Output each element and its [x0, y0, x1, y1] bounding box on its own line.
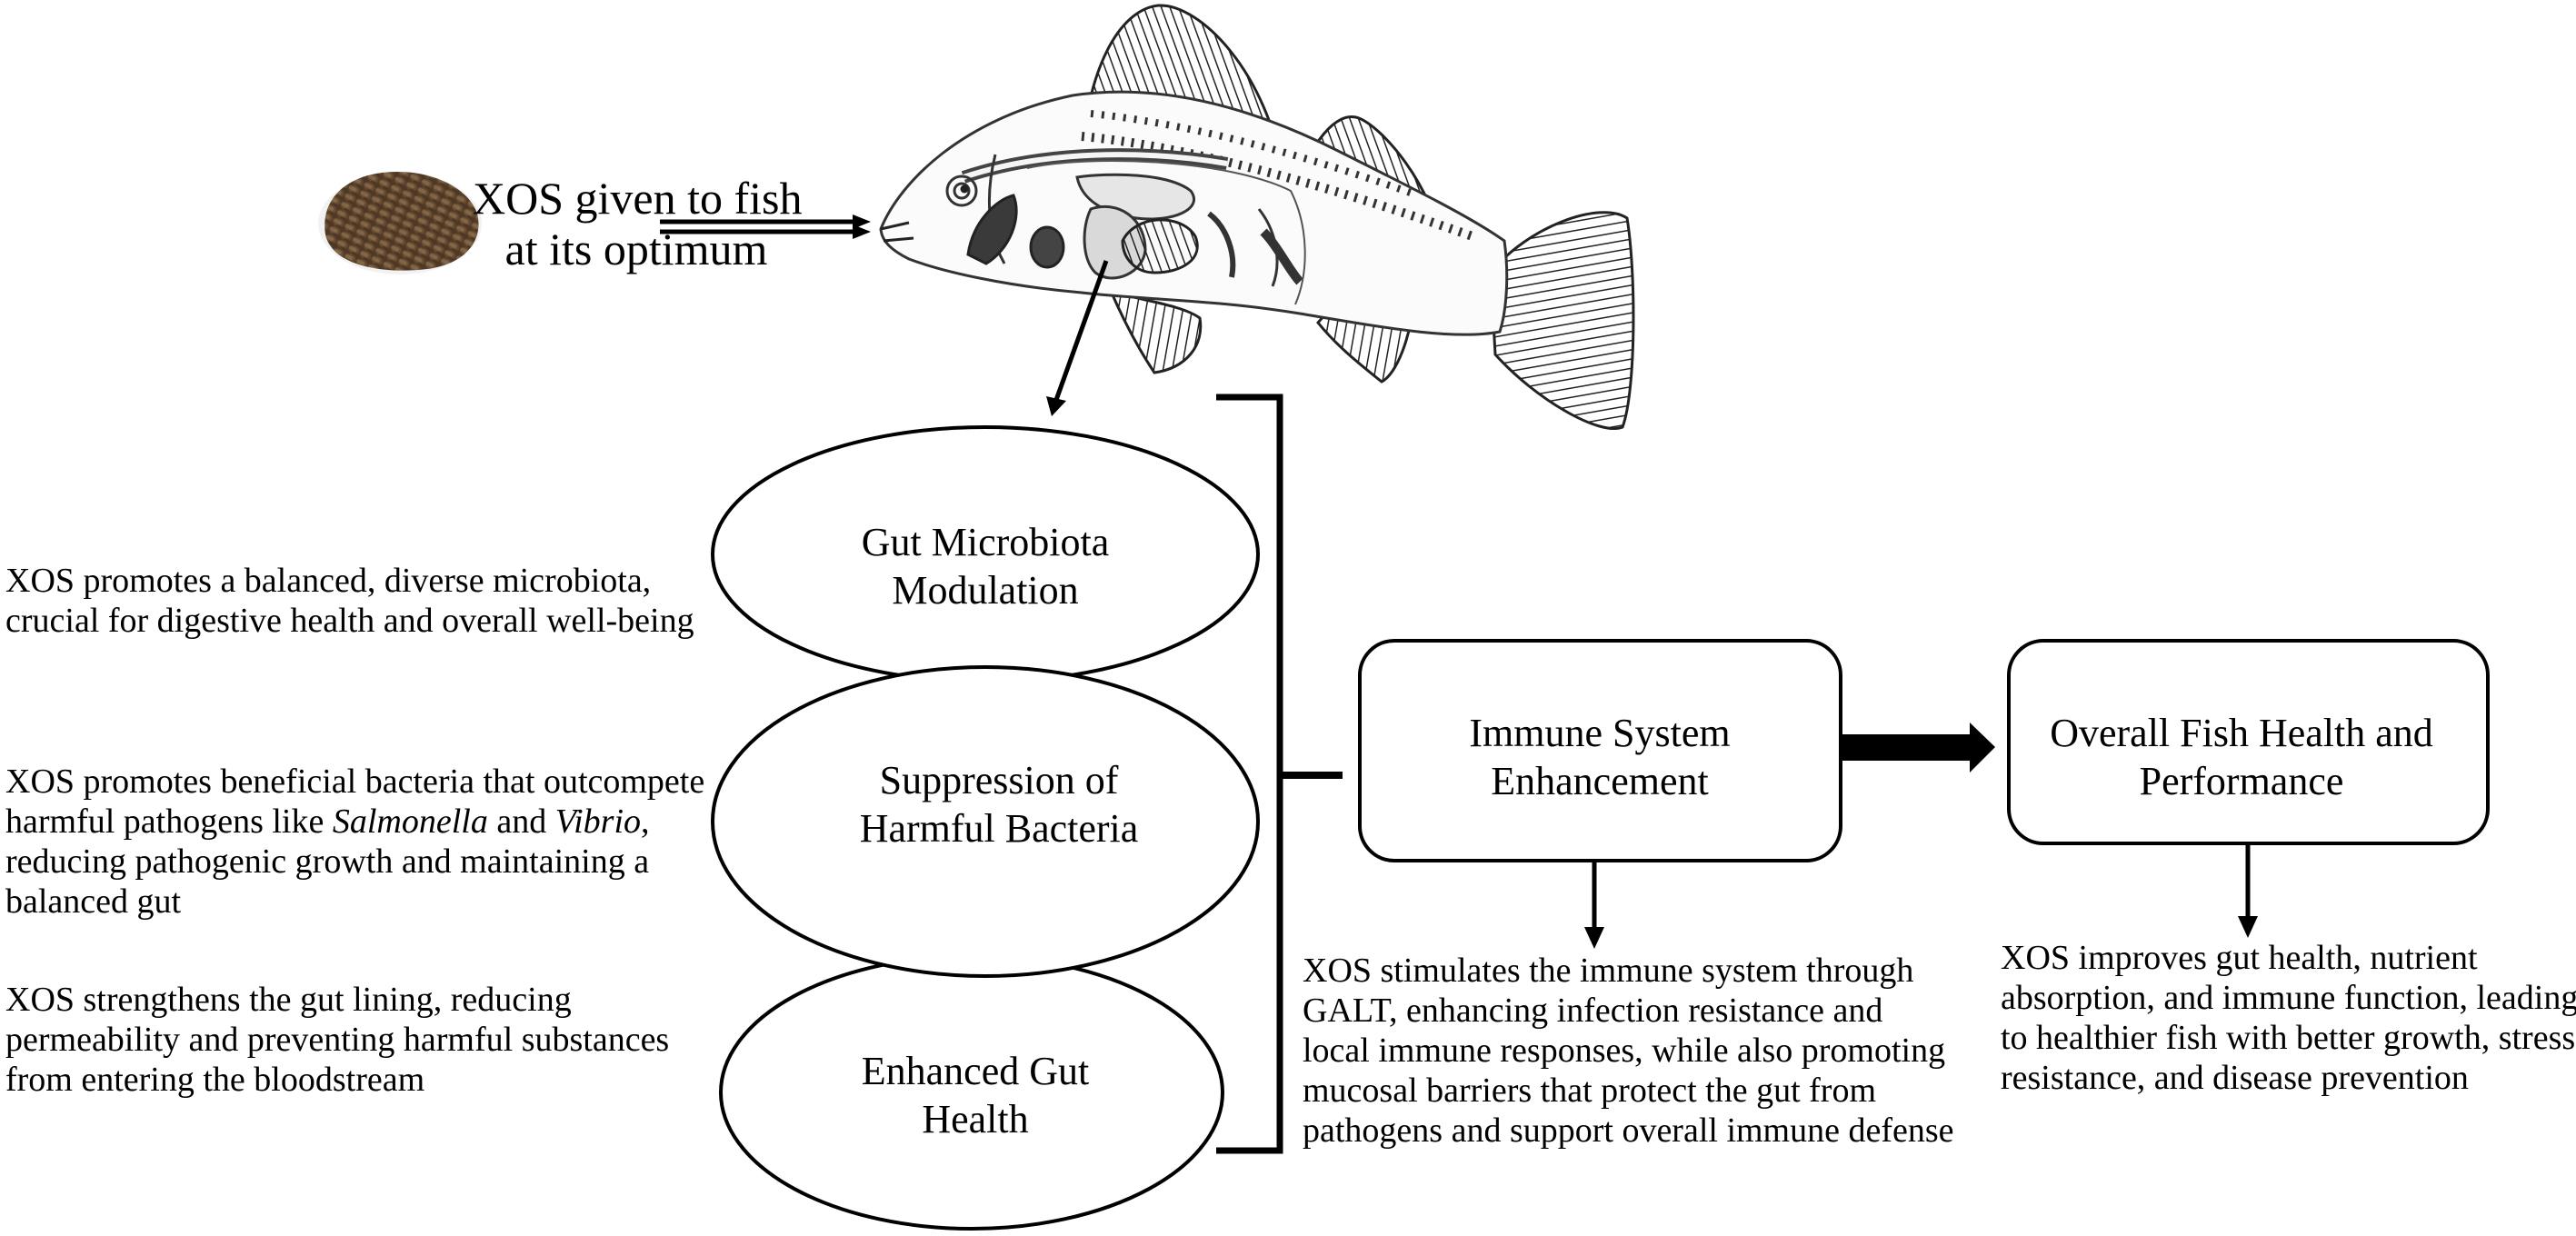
- desc-line: local immune responses, while also promo…: [1303, 1032, 1946, 1070]
- desc-line: crucial for digestive health and overall…: [5, 602, 694, 640]
- desc-overall-health: XOS improves gut health, nutrient absorp…: [2001, 938, 2576, 1098]
- desc-text: and: [487, 802, 555, 841]
- desc-line: pathogens and support overall immune def…: [1303, 1111, 1954, 1150]
- label-line-1: Overall Fish Health and: [2050, 711, 2433, 755]
- label-line-1: Gut Microbiota: [861, 520, 1110, 564]
- desc-line: GALT, enhancing infection resistance and: [1303, 992, 1883, 1030]
- thick-right-arrow-icon: [1842, 723, 1995, 772]
- desc-line: resistance, and disease prevention: [2001, 1059, 2469, 1097]
- desc-line: harmful pathogens like Salmonella and Vi…: [5, 802, 704, 842]
- label-line-1: Immune System: [1469, 711, 1731, 755]
- desc-line: XOS stimulates the immune system through: [1303, 952, 1914, 990]
- intro-line-2: at its optimum: [504, 224, 768, 274]
- desc-gut-microbiota: XOS promotes a balanced, diverse microbi…: [5, 561, 694, 641]
- desc-line: balanced gut: [5, 882, 182, 921]
- intro-text: XOS given to fish at its optimum: [473, 173, 803, 274]
- outcome-down-arrow: [2238, 843, 2258, 938]
- gut-to-mechanisms-arrow: [1046, 260, 1109, 416]
- label-enhanced-gut-health: Enhanced Gut Health: [794, 1047, 1157, 1143]
- label-line-2: Enhancement: [1491, 759, 1709, 803]
- grouping-bracket: [1216, 394, 1343, 1154]
- label-gut-microbiota-modulation: Gut Microbiota Modulation: [804, 518, 1167, 614]
- desc-line: XOS strengthens the gut lining, reducing: [5, 981, 572, 1019]
- pathogen-name-vibrio: Vibrio: [554, 802, 642, 841]
- label-line-2: Health: [922, 1097, 1029, 1141]
- label-line-2: Performance: [2139, 759, 2344, 803]
- label-line-2: Harmful Bacteria: [859, 806, 1139, 851]
- feed-pellets-icon: [318, 171, 482, 274]
- label-suppression-harmful-bacteria: Suppression of Harmful Bacteria: [817, 756, 1181, 852]
- desc-line: mucosal barriers that protect the gut fr…: [1303, 1072, 1877, 1110]
- label-immune-system-enhancement: Immune System Enhancement: [1418, 709, 1782, 805]
- label-line-1: Enhanced Gut: [861, 1049, 1090, 1093]
- pathogen-name-salmonella: Salmonella: [332, 802, 488, 841]
- immune-down-arrow: [1584, 861, 1604, 949]
- desc-line: to healthier fish with better growth, st…: [2001, 1019, 2576, 1057]
- desc-line: from entering the bloodstream: [5, 1061, 425, 1099]
- intro-line-1: XOS given to fish: [473, 173, 803, 224]
- ellipse-suppression-harmful-bacteria: [711, 665, 1260, 978]
- double-arrow-icon: [660, 214, 871, 239]
- label-overall-fish-health: Overall Fish Health and Performance: [2014, 709, 2469, 805]
- desc-line: XOS promotes a balanced, diverse microbi…: [5, 562, 652, 600]
- desc-line: absorption, and immune function, leading: [2001, 979, 2576, 1017]
- desc-line: reducing pathogenic growth and maintaini…: [5, 842, 650, 881]
- desc-enhanced-gut: XOS strengthens the gut lining, reducing…: [5, 980, 669, 1100]
- desc-immune-system: XOS stimulates the immune system through…: [1303, 951, 1954, 1151]
- immune-system-box: [1358, 639, 1842, 862]
- desc-text: harmful pathogens like: [5, 802, 333, 841]
- label-line-2: Modulation: [892, 568, 1079, 613]
- desc-text: ,: [641, 802, 650, 841]
- label-line-1: Suppression of: [879, 758, 1119, 802]
- desc-line: XOS improves gut health, nutrient: [2001, 939, 2478, 977]
- desc-line: XOS promotes beneficial bacteria that ou…: [5, 763, 705, 801]
- desc-line: permeability and preventing harmful subs…: [5, 1021, 670, 1059]
- desc-suppression-bacteria: XOS promotes beneficial bacteria that ou…: [5, 762, 704, 922]
- fish-anatomy-icon: [879, 4, 1635, 430]
